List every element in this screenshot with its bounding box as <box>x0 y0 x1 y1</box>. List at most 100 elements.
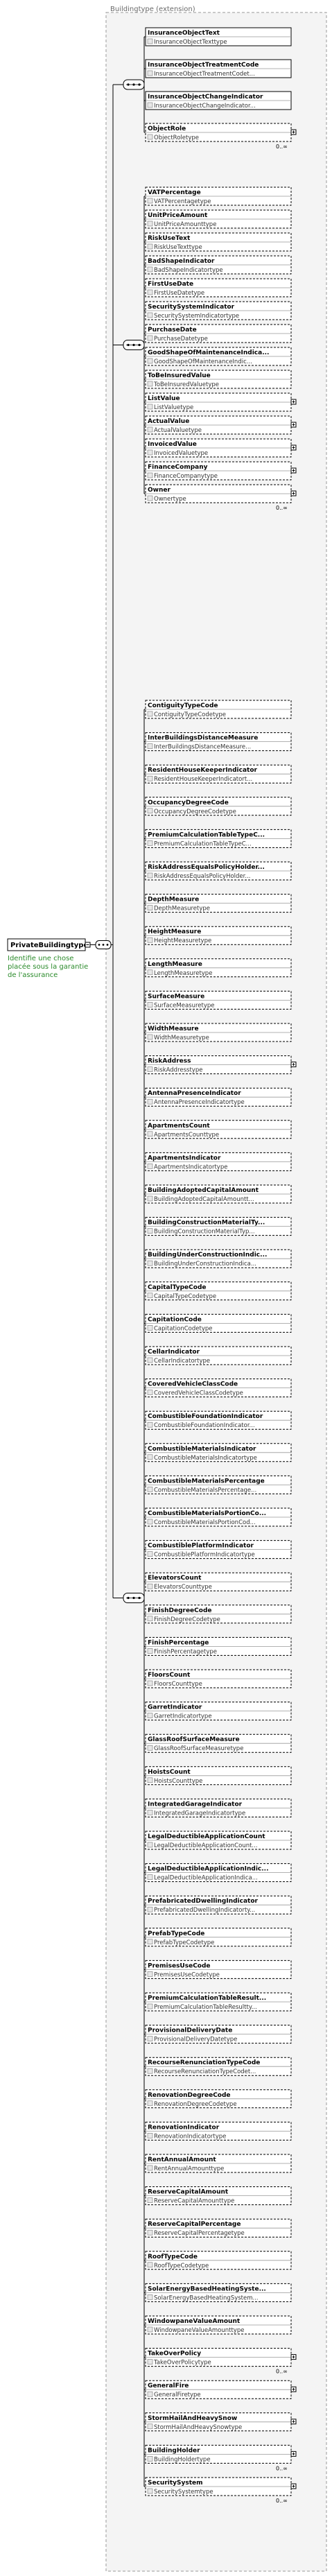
element-name: BuildingUnderConstructionIndic... <box>148 1252 267 1259</box>
element-type: ProvisionalDeliveryDatetype <box>154 2037 237 2043</box>
element-name: HeightMeasure <box>148 928 201 935</box>
type-icon <box>147 969 153 976</box>
type-icon <box>147 381 153 387</box>
root-annotation: Identifie une chose placée sous la garan… <box>8 955 89 979</box>
element-name: ReserveCapitalAmount <box>148 2189 229 2196</box>
type-icon <box>147 2359 153 2365</box>
type-icon <box>147 1777 153 1783</box>
root-element-name: PrivateBuildingtype <box>10 942 88 949</box>
cardinality-label: 0..∞ <box>276 2369 288 2375</box>
element-name: GeneralFire <box>148 2383 189 2389</box>
element-name: FinishDegreeCode <box>148 1607 212 1614</box>
type-icon <box>147 1487 153 1492</box>
element-name: SecuritySystemIndicator <box>148 304 235 311</box>
element-type: CombustibleMaterialsPortionCod... <box>154 1519 256 1526</box>
type-icon <box>147 1648 153 1654</box>
element-type: CombustibleMaterialsPercentage... <box>154 1487 256 1494</box>
element-type: RenovationDegreeCodetype <box>154 2101 237 2108</box>
element-type: SecuritySystemIndicatortype <box>154 313 239 320</box>
element-name: CellarIndicator <box>148 1349 200 1356</box>
element-name: BuildingHolder <box>148 2447 200 2454</box>
element-name: PrefabTypeCode <box>148 1930 204 1937</box>
type-icon <box>147 2488 153 2494</box>
type-icon <box>147 1906 153 1912</box>
type-icon <box>147 289 153 295</box>
type-icon <box>147 2197 153 2203</box>
element-name: ListValue <box>148 395 180 402</box>
element-type: CapitalTypeCodetype <box>154 1293 216 1300</box>
type-icon <box>147 808 153 814</box>
type-icon <box>147 1971 153 1977</box>
element-type: GlassRoofSurfaceMeasuretype <box>154 1745 243 1752</box>
element-name: IntegratedGarageIndicator <box>148 1801 243 1808</box>
type-icon <box>147 198 153 204</box>
element-type: BadShapeIndicatortype <box>154 267 223 274</box>
element-name: HoistsCount <box>148 1769 191 1776</box>
element-type: FinishPercentagetype <box>154 1648 217 1655</box>
element-name: CombustibleFoundationIndicator <box>148 1413 263 1420</box>
element-name: AntennaPresenceIndicator <box>148 1090 241 1097</box>
element-name: RiskUseText <box>148 235 191 242</box>
type-icon <box>147 1195 153 1202</box>
type-icon <box>147 1131 153 1137</box>
element-name: RenovationIndicator <box>148 2124 220 2131</box>
element-type: ActualValuetype <box>154 427 202 434</box>
cardinality-label: 0..∞ <box>276 2498 288 2504</box>
type-icon <box>147 1713 153 1718</box>
type-icon <box>147 2036 153 2041</box>
element-type: BuildingUnderConstructionIndica... <box>154 1261 256 1268</box>
element-name: InsuranceObjectTreatmentCode <box>148 62 259 69</box>
element-name: PrefabricatedDwellingIndicator <box>148 1898 259 1905</box>
element-name: DepthMeasure <box>148 897 199 904</box>
type-icon <box>147 404 153 410</box>
element-name: RoofTypeCode <box>148 2254 198 2261</box>
element-name: ActualValue <box>148 418 189 425</box>
element-name: BuildingAdoptedCapitalAmount <box>148 1187 259 1194</box>
type-icon <box>147 472 153 478</box>
type-icon <box>147 1810 153 1815</box>
type-icon <box>147 2165 153 2171</box>
type-icon <box>147 1390 153 1395</box>
type-icon <box>147 775 153 781</box>
element-type: RoofTypeCodetype <box>154 2263 209 2270</box>
element-name: ApartmentsIndicator <box>148 1155 221 1161</box>
type-icon <box>147 711 153 717</box>
element-name: PurchaseDate <box>148 327 197 334</box>
element-type: InsuranceObjectTreatmentCodet... <box>154 71 255 78</box>
element-name: PremiumCalculationTableResult... <box>148 1995 266 2002</box>
element-name: WindowpaneValueAmount <box>148 2318 241 2325</box>
type-icon <box>147 905 153 910</box>
element-type: Ownertype <box>154 496 186 503</box>
element-type: PurchaseDatetype <box>154 336 208 343</box>
type-icon <box>147 1325 153 1331</box>
type-icon <box>147 70 153 76</box>
type-icon <box>147 1454 153 1460</box>
type-icon <box>147 2100 153 2107</box>
element-name: GlassRoofSurfaceMeasure <box>148 1736 240 1743</box>
type-icon <box>147 495 153 501</box>
element-name: InsuranceObjectText <box>148 30 220 37</box>
type-icon <box>147 1519 153 1525</box>
element-name: LengthMeasure <box>148 961 202 968</box>
element-type: LengthMeasuretype <box>154 970 212 977</box>
element-name: CapitationCode <box>148 1316 202 1323</box>
type-icon <box>147 449 153 456</box>
type-icon <box>147 1616 153 1622</box>
type-icon <box>147 358 153 364</box>
element-name: RiskAddress <box>148 1058 191 1065</box>
element-name: CombustiblePlatformIndicator <box>148 1543 254 1550</box>
type-icon <box>147 1034 153 1040</box>
type-icon <box>147 840 153 846</box>
element-type: BuildingAdoptedCapitalAmountt... <box>154 1196 254 1203</box>
element-type: PrefabTypeCodetype <box>154 1939 214 1946</box>
element-type: CoveredVehicleClassCodetype <box>154 1390 243 1397</box>
element-type: RiskUseTexttype <box>154 244 202 251</box>
element-name: LegalDeductibleApplicationIndic... <box>148 1866 269 1873</box>
type-icon <box>147 243 153 250</box>
element-name: FloorsCount <box>148 1672 191 1679</box>
element-name: CapitalTypeCode <box>148 1284 207 1291</box>
element-name: ContiguityTypeCode <box>148 702 218 709</box>
element-name: ObjectRole <box>148 126 186 132</box>
